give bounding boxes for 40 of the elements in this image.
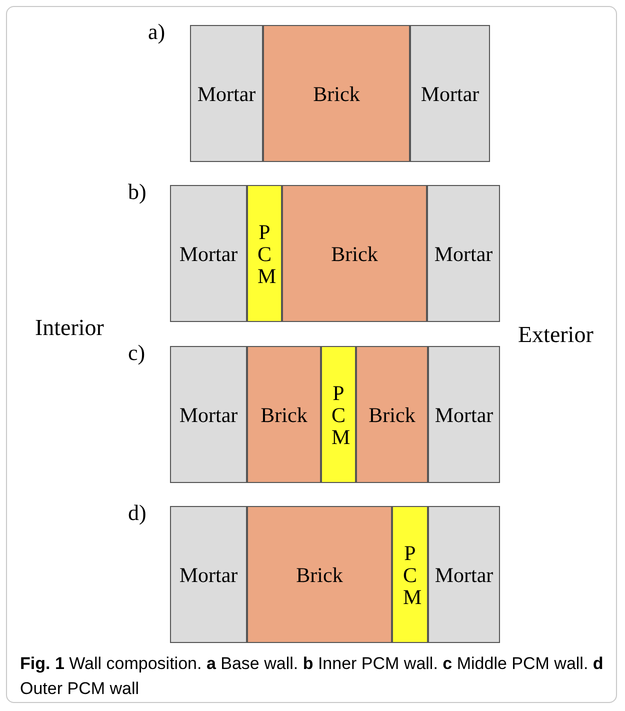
mortar-layer [170,346,247,483]
layer-label: Mortar [420,82,480,104]
layer-label: Brick [313,82,360,104]
layer-label: Brick [368,404,416,426]
wall-section [170,185,500,322]
pcm-layer [247,185,282,322]
pcm-layer [321,346,356,483]
panel-label: b) [128,179,146,205]
brick-layer [247,506,392,643]
brick-layer [356,346,428,483]
panel-label: d) [128,500,146,526]
pcm-layer [392,506,428,643]
layer-label: Mortar [179,404,238,426]
mortar-layer [170,506,247,643]
mortar-layer [190,25,263,162]
brick-layer [247,346,321,483]
layer-label: Mortar [434,564,494,586]
mortar-layer [410,25,490,162]
panel-label: a) [148,19,166,45]
figure-caption: Fig. 1 Wall composition. a Base wall. b Inner PCM wall. c Middle PCM wall. d Outer PCM wall [20,653,604,700]
layer-label: Mortar [179,564,238,586]
layer-label: Mortar [179,242,238,264]
layer-label: Mortar [434,404,494,426]
panel-label: c) [128,340,146,366]
layer-label: Mortar [197,82,256,104]
layer-label: Mortar [434,242,493,264]
layer-label: Brick [331,242,378,264]
mortar-layer [428,346,500,483]
mortar-layer [427,185,500,322]
brick-layer [282,185,427,322]
mortar-layer [428,506,500,643]
layer-label: Brick [260,404,308,426]
side-label: Exterior [518,322,594,348]
side-label: Interior [35,315,104,341]
wall-section [190,25,490,162]
wall-section [170,346,500,483]
mortar-layer [170,185,247,322]
wall-section [170,506,500,643]
layer-label: Brick [296,564,343,586]
brick-layer [263,25,410,162]
